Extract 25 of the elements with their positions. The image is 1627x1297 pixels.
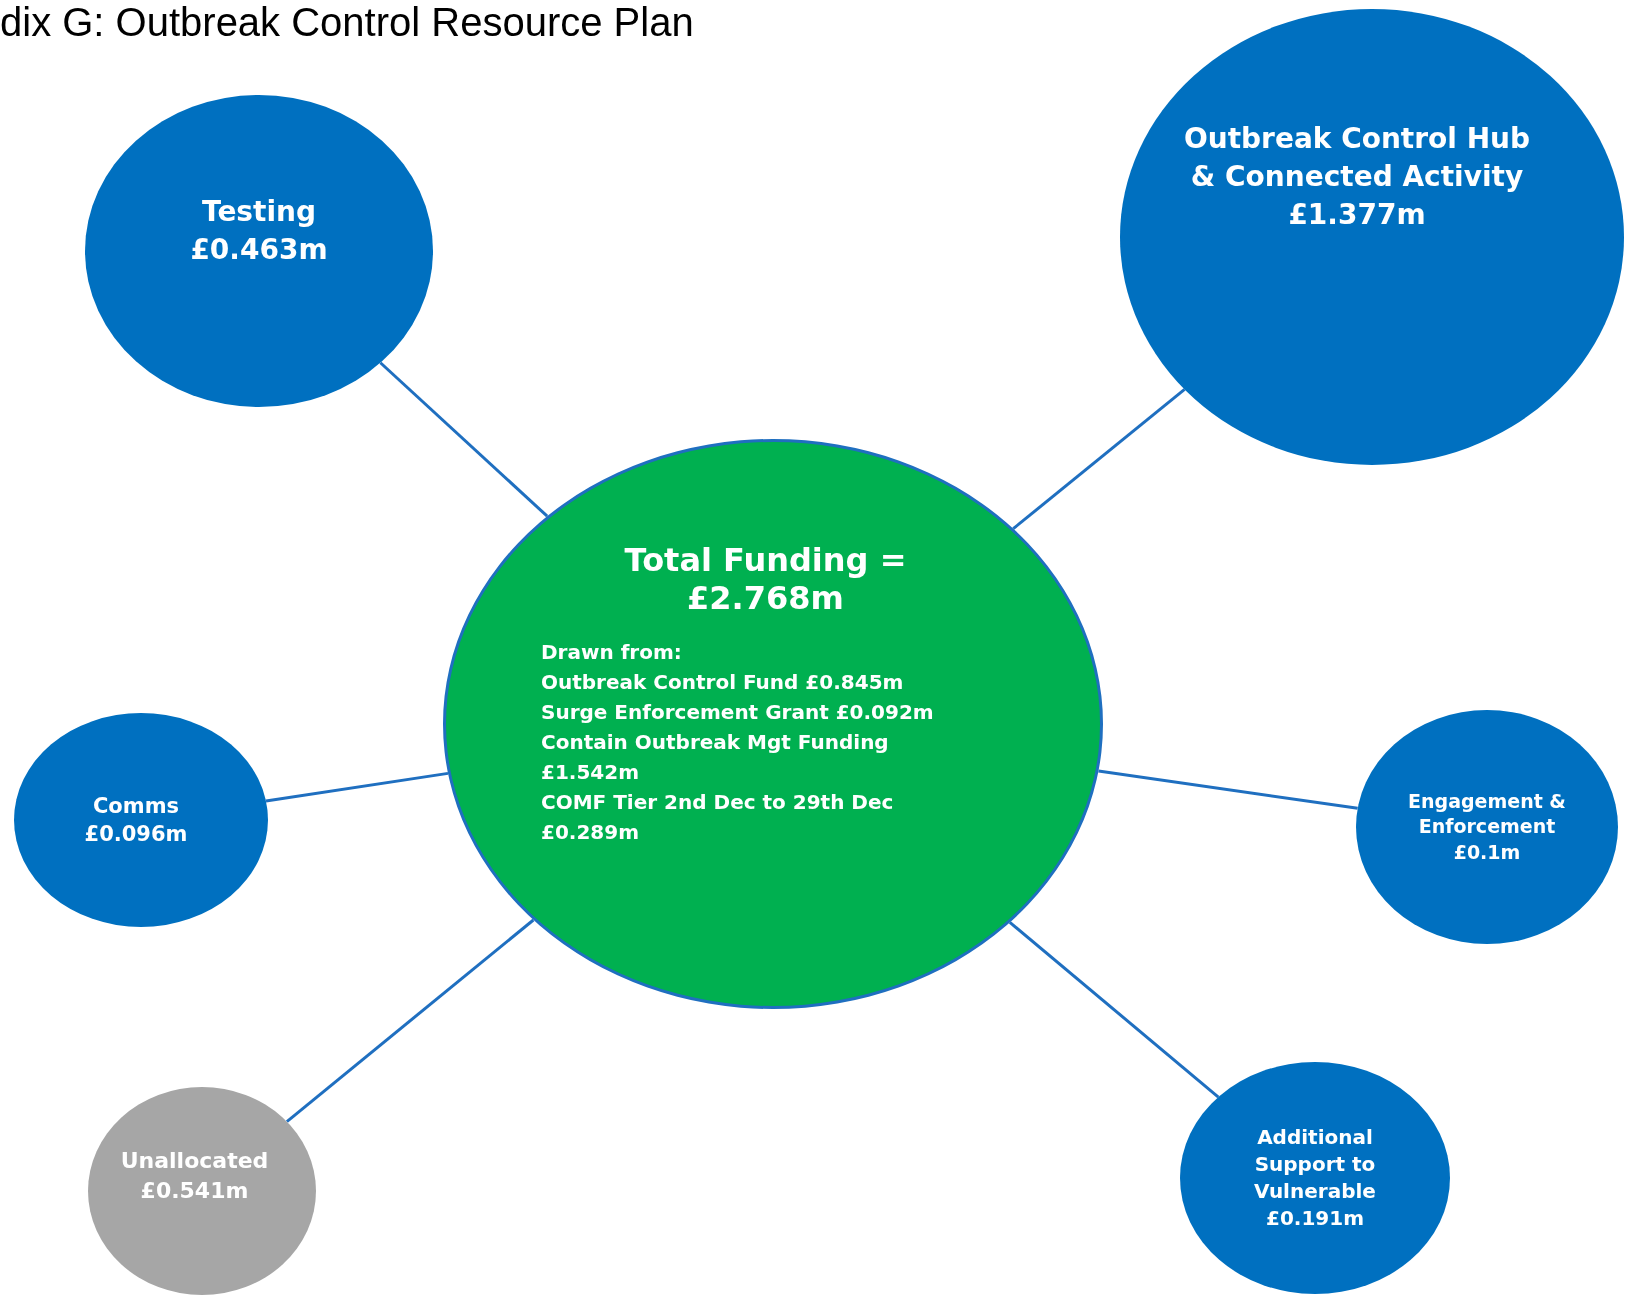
funding-source: Drawn from:	[541, 639, 683, 666]
connector-line	[1008, 921, 1220, 1099]
amount-label: £0.1m	[1453, 839, 1521, 865]
funding-source: Outbreak Control Fund £0.845m	[541, 669, 905, 696]
connector-line	[379, 361, 549, 518]
category-label: Additional Support to Vulnerable	[1253, 1124, 1377, 1205]
title: dix G: Outbreak Control Resource Plan	[0, 0, 694, 45]
funding-source: Surge Enforcement Grant £0.092m	[541, 699, 935, 726]
category-label: Comms	[92, 792, 180, 820]
connector-line	[265, 771, 449, 803]
category-label: Engagement & Enforcement	[1407, 788, 1567, 840]
heading: Total Funding = £2.768m	[623, 541, 908, 617]
amount-label: £0.096m	[84, 821, 188, 848]
category-label: Testing	[202, 194, 316, 231]
amount-label: £0.463m	[190, 232, 328, 268]
category-label: Outbreak Control Hub & Connected Activity	[1182, 121, 1532, 196]
connector-line	[1012, 388, 1186, 530]
amount-label: £0.541m	[140, 1177, 249, 1205]
connector-line	[1098, 769, 1358, 810]
funding-source: Contain Outbreak Mgt Funding £1.542m	[541, 729, 890, 786]
funding-source: COMF Tier 2nd Dec to 29th Dec £0.289m	[541, 789, 895, 846]
connector-line	[285, 918, 535, 1123]
category-label: Unallocated	[120, 1147, 269, 1176]
amount-label: £1.377m	[1288, 196, 1426, 233]
amount-label: £0.191m	[1266, 1205, 1364, 1232]
